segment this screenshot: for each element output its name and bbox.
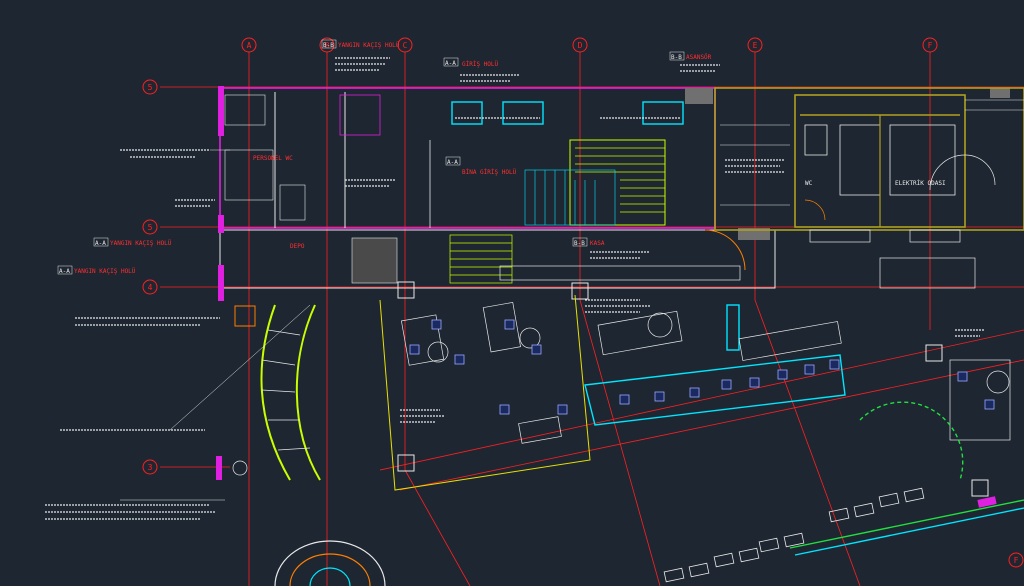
door-swings-right bbox=[804, 154, 996, 221]
room-label-elektrik-odasi: ELEKTRİK ODASI bbox=[895, 180, 946, 187]
note-leaders bbox=[120, 149, 311, 501]
seating-row bbox=[663, 487, 925, 583]
grid-label-c: C bbox=[403, 41, 408, 50]
chairs bbox=[409, 319, 995, 415]
room-label-depo: DEPO bbox=[290, 243, 305, 250]
grid-label-row-3: 4 bbox=[148, 283, 153, 292]
pink-marker bbox=[977, 496, 997, 508]
grid-label-e: E bbox=[753, 41, 758, 50]
room-label-wc: WC bbox=[805, 180, 813, 187]
grid-label-b: B bbox=[325, 41, 330, 50]
grid-label-row-2: 5 bbox=[148, 223, 153, 232]
room-label-giris-holu: GİRİŞ HOLÜ bbox=[462, 61, 499, 68]
grid-label-a: A bbox=[247, 41, 252, 50]
section-tag-4: A-A bbox=[95, 240, 106, 247]
room-label-yangin-kacis-holu-1: YANGIN KAÇIŞ HOLÜ bbox=[110, 240, 172, 247]
section-tag-5: A-A bbox=[59, 268, 70, 275]
annotation-marks bbox=[45, 57, 985, 520]
fire-escape-stair bbox=[449, 234, 513, 284]
grid-bubbles bbox=[142, 37, 1024, 568]
grid-label-lower: F bbox=[1014, 556, 1019, 565]
orange-box bbox=[234, 305, 256, 327]
room-label-personel-wc: PERSONEL WC bbox=[253, 155, 293, 162]
secondary-stair bbox=[524, 169, 616, 226]
room-label-yangin-kacis-holu-2: YANGIN KAÇIŞ HOLÜ bbox=[74, 268, 136, 275]
yellow-zone bbox=[379, 229, 746, 491]
curved-ramp bbox=[260, 304, 321, 481]
grid-lines bbox=[160, 52, 1024, 586]
grid-label-d: D bbox=[578, 41, 583, 50]
room-label-yangin-kacis-holu-3: YANGIN KAÇIŞ HOLÜ bbox=[338, 42, 400, 49]
room-label-bina-giris-holu: BİNA GİRİŞ HOLÜ bbox=[462, 169, 517, 176]
section-tag-3: A-A bbox=[447, 159, 458, 166]
grid-label-row-1: 5 bbox=[148, 83, 153, 92]
furniture bbox=[232, 229, 1011, 476]
room-label-kasa: KASA bbox=[590, 240, 605, 247]
right-wing bbox=[714, 87, 1024, 231]
planter-band bbox=[789, 401, 1024, 556]
grid-label-row-4: 3 bbox=[148, 463, 153, 472]
circular-element bbox=[274, 540, 386, 586]
building-walls bbox=[216, 86, 1010, 480]
room-label-asansor: ASANSÖR bbox=[686, 54, 712, 61]
section-tag-7: B-B bbox=[574, 240, 585, 247]
cyan-elements bbox=[451, 101, 846, 426]
hatched-shaft bbox=[351, 237, 398, 284]
main-stair bbox=[569, 139, 666, 226]
section-tag-1: B-B bbox=[323, 42, 334, 49]
section-tag-6: B-B bbox=[671, 54, 682, 61]
grid-label-f: F bbox=[928, 41, 933, 50]
columns bbox=[397, 281, 989, 497]
section-tag-2: A-A bbox=[445, 60, 456, 67]
